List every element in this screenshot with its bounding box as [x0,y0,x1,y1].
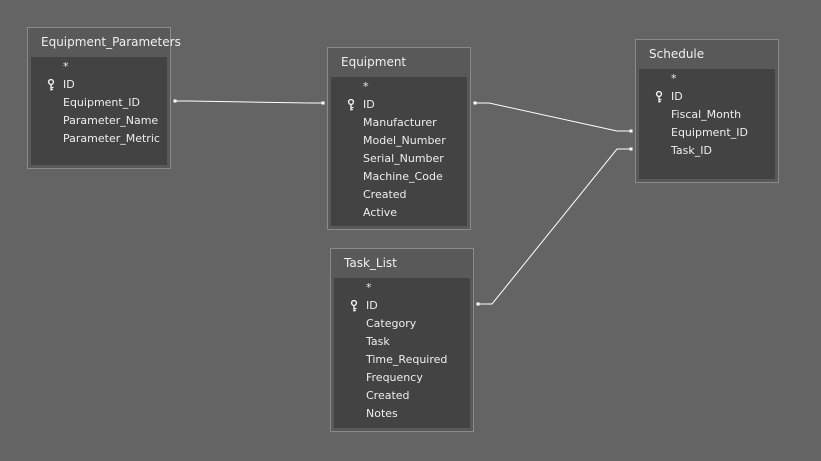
field-row[interactable]: Time_Required [334,351,470,369]
primary-key-icon [655,91,663,103]
field-label: Fiscal_Month [671,108,742,121]
field-row[interactable]: Task_ID [639,142,775,160]
table-title[interactable]: Schedule [649,47,705,61]
field-label: * [366,281,372,294]
field-label: Notes [366,407,398,420]
field-label: Model_Number [363,134,446,147]
primary-key-icon [347,99,355,111]
field-label: Created [366,389,410,402]
field-row[interactable]: Machine_Code [331,168,467,186]
table-title[interactable]: Task_List [344,256,397,270]
field-label: Frequency [366,371,423,384]
primary-key-icon [47,79,55,91]
field-row[interactable]: Fiscal_Month [639,106,775,124]
field-row[interactable]: ID [334,297,470,315]
field-row[interactable]: Category [334,315,470,333]
field-row[interactable]: Created [331,186,467,204]
field-label: Active [363,206,398,219]
field-label: Equipment_ID [63,96,140,109]
table-title[interactable]: Equipment_Parameters [41,35,181,49]
field-label: Serial_Number [363,152,444,165]
field-label: Equipment_ID [671,126,748,139]
field-label: * [363,80,369,93]
field-label: ID [366,299,378,312]
relationship-endpoint [473,101,477,105]
field-row[interactable]: ID [639,88,775,106]
field-row[interactable]: Serial_Number [331,150,467,168]
relationship-endpoint [173,99,177,103]
field-label: Task [366,335,390,348]
field-row[interactable]: Created [334,387,470,405]
field-row[interactable]: ID [31,76,167,94]
field-row[interactable]: * [31,58,167,76]
field-label: ID [63,78,75,91]
field-row[interactable]: * [334,279,470,297]
field-label: * [63,60,69,73]
relationship-endpoint [476,302,480,306]
relationship-endpoint [629,129,633,133]
field-label: ID [363,98,375,111]
field-row[interactable]: Equipment_ID [639,124,775,142]
field-row[interactable]: Parameter_Name [31,112,167,130]
field-label: Parameter_Name [63,114,159,127]
field-row[interactable]: Task [334,333,470,351]
field-row[interactable]: Notes [334,405,470,423]
field-row[interactable]: ID [331,96,467,114]
field-label: Manufacturer [363,116,437,129]
field-label: ID [671,90,683,103]
relationship-line[interactable] [478,148,631,305]
primary-key-icon [350,300,358,312]
field-label: Created [363,188,407,201]
table-equipment-parameters[interactable]: Equipment_Parameters * ID Equipment_ID Param… [27,27,181,169]
relationship-endpoint [629,147,633,151]
field-row[interactable]: Equipment_ID [31,94,167,112]
field-label: * [671,72,677,85]
relationship-line[interactable] [475,102,631,132]
table-title[interactable]: Equipment [341,55,407,69]
field-label: Time_Required [366,353,448,366]
field-row[interactable]: Active [331,204,467,222]
field-row[interactable]: Parameter_Metric [31,130,167,148]
field-label: Task_ID [671,144,712,157]
field-row[interactable]: * [639,70,775,88]
field-row[interactable]: Model_Number [331,132,467,150]
field-row[interactable]: * [331,78,467,96]
field-label: Category [366,317,417,330]
field-label: Machine_Code [363,170,443,183]
field-row[interactable]: Manufacturer [331,114,467,132]
relationship-line[interactable] [175,100,323,104]
field-row[interactable]: Frequency [334,369,470,387]
relationship-endpoint [321,101,325,105]
field-label: Parameter_Metric [63,132,160,145]
